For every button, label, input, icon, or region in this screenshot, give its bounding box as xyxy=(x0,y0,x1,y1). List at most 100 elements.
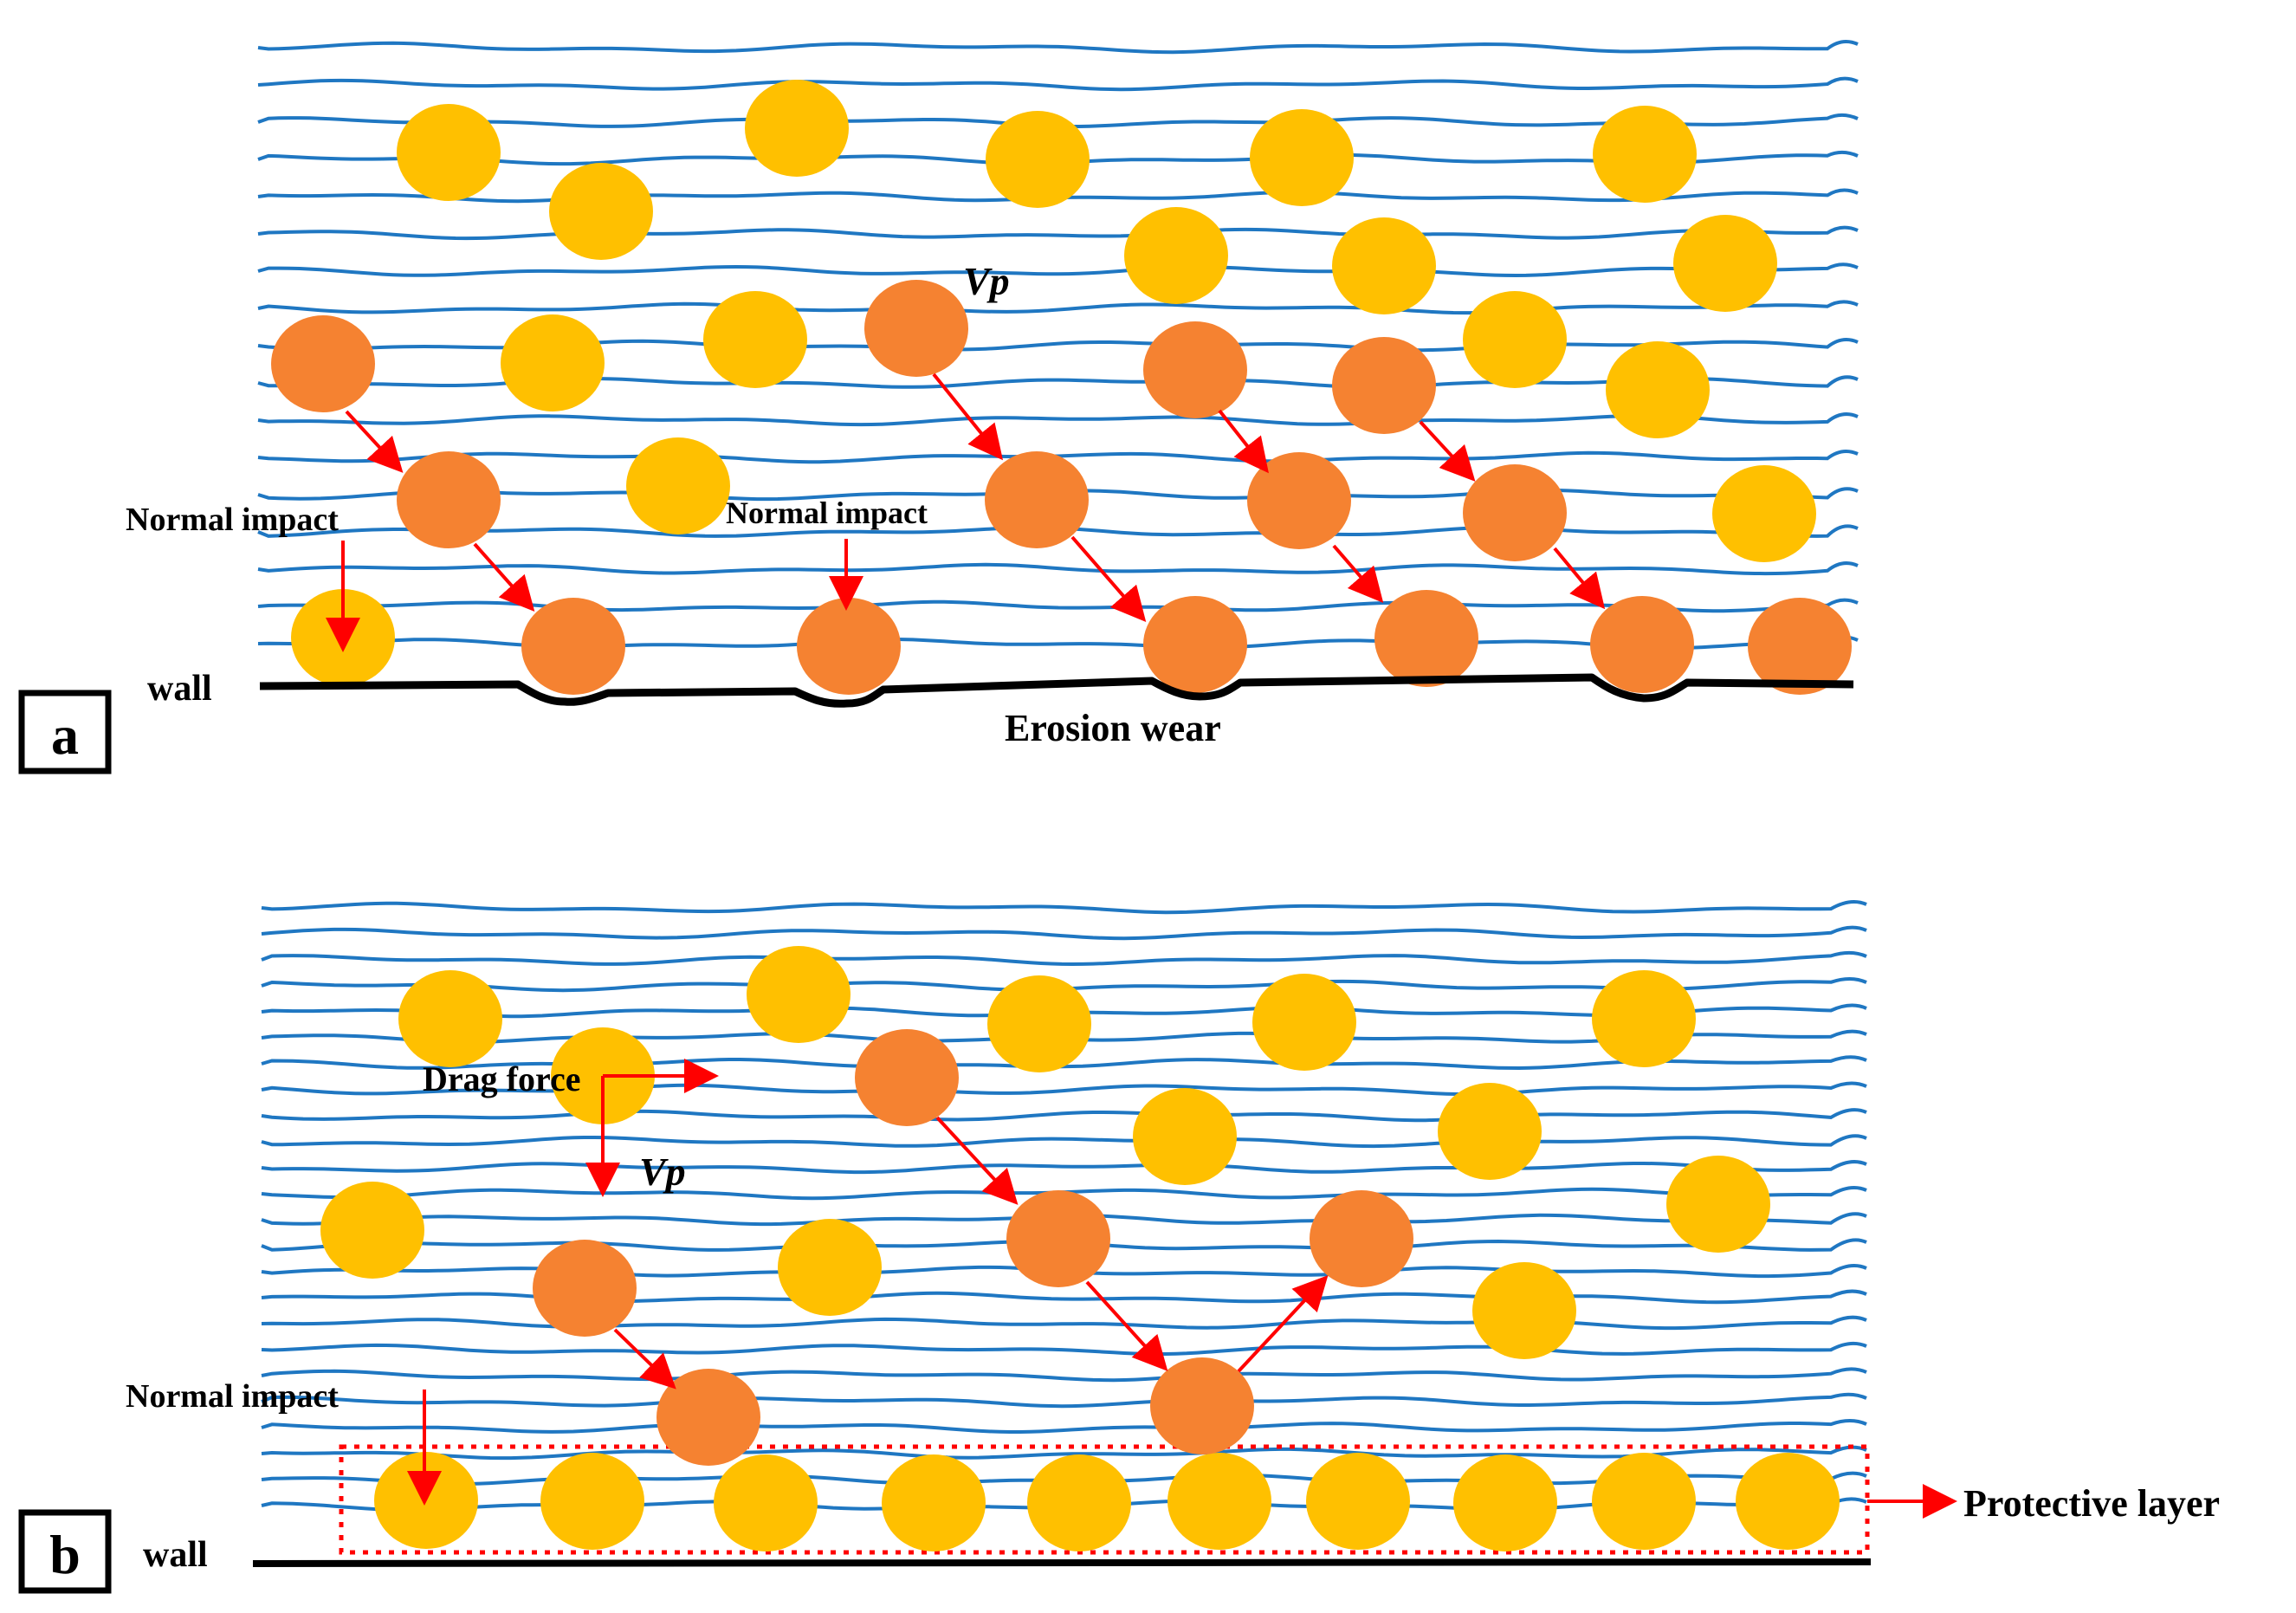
streamline xyxy=(261,899,1867,915)
fluid-particle xyxy=(1438,1083,1542,1180)
trajectory-arrow xyxy=(1553,547,1606,610)
normal-impact-label: Normal impact xyxy=(126,1378,339,1415)
fluid-particle xyxy=(1472,1262,1576,1359)
protective-particle xyxy=(1027,1454,1131,1551)
impact-particle xyxy=(1374,590,1478,687)
fluid-particle xyxy=(1666,1156,1770,1253)
streamline xyxy=(261,1108,1867,1123)
impact-particle xyxy=(271,315,375,412)
erosion-wear-label: Erosion wear xyxy=(1005,707,1221,749)
fluid-particle xyxy=(745,80,849,177)
streamline xyxy=(257,225,1859,241)
trajectory-arrow xyxy=(1085,1280,1168,1371)
streamline xyxy=(257,487,1859,502)
streamline xyxy=(261,1081,1867,1097)
fluid-particle xyxy=(1592,970,1696,1067)
fluid-particle xyxy=(626,437,730,534)
protective-layer-label: Protective layer xyxy=(1963,1482,2220,1525)
drag-force-label: Drag force xyxy=(423,1059,581,1098)
fluid-particle xyxy=(703,291,807,388)
arrows-a xyxy=(326,372,1606,652)
panel-a: Normal impact Normal impact Vp wall Eros… xyxy=(18,39,1859,774)
streamline xyxy=(257,300,1859,315)
fluid-particle xyxy=(1606,341,1710,438)
impact-particles-b xyxy=(533,1029,1413,1466)
normal-impact-label: Normal impact xyxy=(726,496,928,530)
fluid-particle xyxy=(1593,106,1697,203)
fluid-particle xyxy=(1673,215,1777,312)
protective-layer-box xyxy=(339,1444,1870,1555)
protective-particle xyxy=(1453,1454,1557,1551)
impact-particle xyxy=(855,1029,959,1126)
trajectory-arrow xyxy=(473,542,535,612)
streamline xyxy=(261,1341,1867,1356)
streamline xyxy=(257,39,1859,55)
streamline xyxy=(257,262,1859,278)
streamline xyxy=(261,1134,1867,1149)
fluid-particle xyxy=(1252,974,1356,1071)
fluid-particle xyxy=(987,975,1091,1072)
trajectory-arrow xyxy=(932,372,1004,461)
fluid-particle xyxy=(1712,465,1816,562)
wall-line-b xyxy=(252,1558,1872,1567)
vp-label: Vp xyxy=(963,259,1010,303)
fluid-particle xyxy=(986,111,1090,208)
panel-b-label: b xyxy=(18,1509,112,1594)
streamline xyxy=(261,925,1867,941)
trajectory-arrow xyxy=(1070,535,1147,623)
fluid-particle xyxy=(320,1182,424,1279)
protective-particle xyxy=(1592,1453,1696,1550)
impact-particles-a xyxy=(271,280,1852,695)
impact-particle xyxy=(1463,464,1567,561)
streamline xyxy=(261,1185,1867,1201)
impact-particle xyxy=(1247,452,1351,549)
normal-impact-label: Normal impact xyxy=(126,502,339,538)
streamline xyxy=(257,449,1859,464)
streamline xyxy=(261,1289,1867,1305)
streamline xyxy=(257,561,1859,576)
protective-particle xyxy=(1167,1453,1271,1550)
fluid-particle xyxy=(778,1219,882,1316)
fluid-particle xyxy=(549,163,653,260)
fluid-particles-a xyxy=(291,80,1816,686)
impact-particle xyxy=(797,598,901,695)
fluid-particle xyxy=(501,314,605,411)
streamline xyxy=(261,950,1867,967)
trajectory-arrow xyxy=(935,1116,1019,1205)
impact-particle xyxy=(1332,337,1436,434)
fluid-particle xyxy=(1133,1088,1237,1185)
impact-particle xyxy=(1150,1357,1254,1454)
impact-particle xyxy=(985,451,1089,548)
impact-particle xyxy=(1143,321,1247,418)
streamline xyxy=(261,1419,1867,1434)
panel-letter: b xyxy=(49,1524,81,1585)
rebound-arrow xyxy=(1237,1275,1329,1373)
impact-particle xyxy=(864,280,968,377)
arrows-b xyxy=(407,1059,1957,1519)
wall-label: wall xyxy=(143,1535,208,1575)
streamline xyxy=(261,1160,1867,1175)
streamline xyxy=(261,1315,1867,1331)
streamline xyxy=(261,1367,1867,1383)
impact-particle xyxy=(533,1240,637,1337)
trajectory-arrow xyxy=(1332,544,1384,604)
wall-label: wall xyxy=(147,669,212,709)
fluid-particle xyxy=(1332,217,1436,314)
panel-letter: a xyxy=(51,704,79,766)
impact-particle xyxy=(656,1369,760,1466)
fluid-particles-b xyxy=(320,946,1770,1359)
protective-particle xyxy=(882,1454,986,1551)
impact-particle xyxy=(521,598,625,695)
panel-b: Drag force Vp Normal impact Protective l… xyxy=(18,899,2220,1594)
fluid-particle xyxy=(398,970,502,1067)
flow-lines-a xyxy=(257,39,1859,651)
vp-label: Vp xyxy=(639,1150,686,1194)
protective-particle xyxy=(714,1454,818,1551)
fluid-particle xyxy=(747,946,850,1043)
fluid-particle xyxy=(1124,207,1228,304)
wall-line-a xyxy=(259,673,1854,708)
impact-particle xyxy=(1310,1190,1413,1287)
fluid-particle xyxy=(397,104,501,201)
trajectory-arrow xyxy=(613,1328,676,1390)
